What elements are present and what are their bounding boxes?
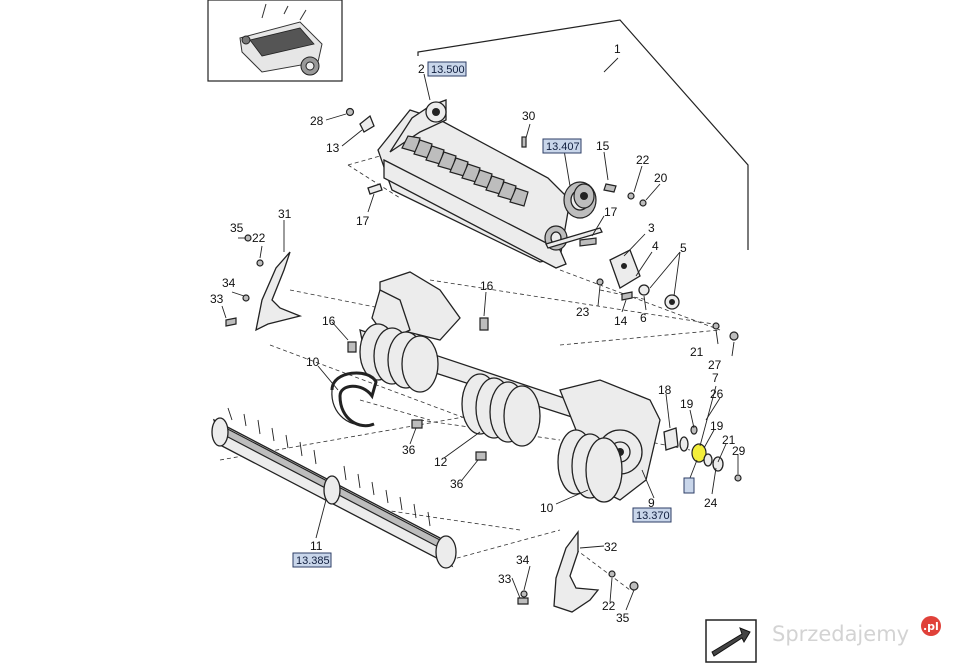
assembly-bracket: [417, 19, 749, 250]
callout: 5: [680, 241, 687, 255]
reference-boxes[interactable]: 13.500 13.407 13.370 13.385: [292, 61, 695, 568]
callout: 23: [576, 305, 590, 319]
callout: 22: [252, 231, 266, 245]
callout: 28: [310, 114, 324, 128]
callout: 18: [658, 383, 672, 397]
callout: 22: [602, 599, 616, 613]
tine-rings-left: [359, 323, 439, 393]
callout: 9: [648, 496, 655, 510]
callout: 29: [732, 444, 746, 458]
guide-plate-assembly[interactable]: [377, 99, 571, 269]
callout: 16: [322, 314, 336, 328]
baler-thumbnail-icon: [239, 3, 323, 76]
band-left[interactable]: [330, 371, 378, 428]
callout: 2: [418, 62, 425, 76]
callout: 14: [614, 314, 628, 328]
right-side-plate[interactable]: [553, 530, 600, 613]
tine-rings-right: [557, 429, 623, 503]
callout: 1: [614, 42, 621, 56]
callout: 10: [540, 501, 554, 515]
ref-label: 13.370: [636, 510, 670, 522]
left-side-plate[interactable]: [255, 251, 303, 332]
inset-thumbnail[interactable]: [207, 0, 343, 82]
pickup-reel[interactable]: [211, 407, 457, 569]
callout: 6: [640, 311, 647, 325]
callout: 3: [648, 221, 655, 235]
callout: 12: [434, 455, 448, 469]
ref-label: 13.385: [296, 555, 330, 567]
highlighted-bearing: [691, 443, 707, 463]
callout: 17: [356, 214, 370, 228]
reel-tines: [227, 407, 431, 527]
callout: 11: [310, 539, 323, 553]
drive-gear-assembly[interactable]: [544, 181, 603, 251]
callout: 15: [596, 139, 610, 153]
callout: 21: [722, 433, 736, 447]
callout: 36: [450, 477, 464, 491]
callout: 4: [652, 239, 659, 253]
callout: 13: [326, 141, 340, 155]
callout: 32: [604, 540, 618, 554]
guide-fins: [401, 135, 529, 207]
callout: 36: [402, 443, 416, 457]
watermark-suffix: .pl: [923, 620, 939, 633]
callout: 33: [210, 292, 224, 306]
callout-labels: 1 2 3 4 5 6 7 8 9 10 10 11 12 13 14 15 1…: [210, 42, 746, 625]
callout: 19: [710, 419, 724, 433]
callout: 19: [680, 397, 694, 411]
callout: 34: [516, 553, 530, 567]
callout: 10: [306, 355, 320, 369]
callout: 33: [498, 572, 512, 586]
callout: 26: [710, 387, 724, 401]
callout: 22: [636, 153, 650, 167]
callout: 24: [704, 496, 718, 510]
watermark: Sprzedajemy .pl: [772, 616, 941, 646]
callout: 35: [230, 221, 244, 235]
side-bracket[interactable]: [609, 249, 680, 310]
callout: 17: [604, 205, 618, 219]
callout: 16: [480, 279, 494, 293]
callout: 31: [278, 207, 292, 221]
tine-rings-middle: [461, 373, 541, 447]
callout: 27: [708, 358, 722, 372]
callout: 7: [712, 371, 719, 385]
callout: 21: [690, 345, 704, 359]
callout: 35: [616, 611, 630, 625]
callout: 20: [654, 171, 668, 185]
ref-label: 13.500: [431, 64, 465, 76]
callout: 34: [222, 276, 236, 290]
watermark-brand: Sprzedajemy: [772, 622, 909, 646]
forward-arrow-icon: [705, 619, 757, 663]
leader-lines: [221, 73, 739, 611]
ref-label: 13.407: [546, 141, 580, 153]
callout: 30: [522, 109, 536, 123]
